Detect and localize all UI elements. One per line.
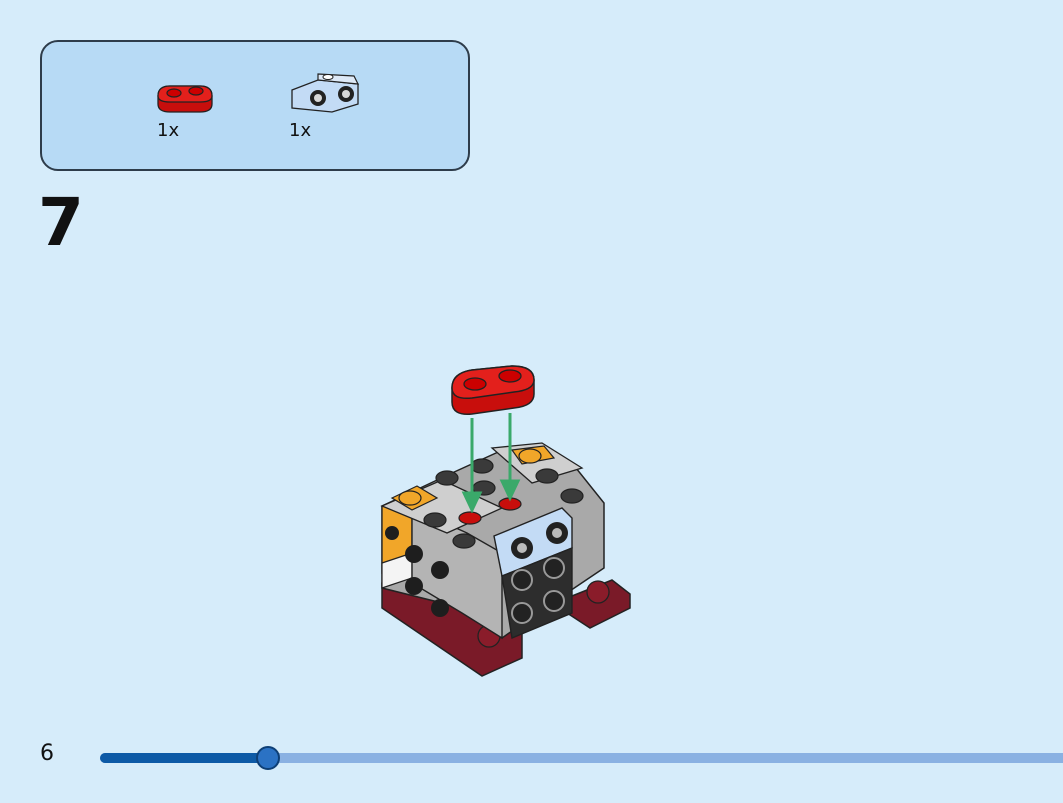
step-number: 7 [38,184,84,261]
bracket-plate-icon [291,73,360,113]
progress-bar[interactable] [100,746,1063,770]
parts-item-red-plate: 1x [156,78,216,141]
parts-item-bracket: 1x [288,70,368,141]
part-quantity: 1x [157,120,180,141]
progress-fill [100,753,268,763]
progress-handle[interactable] [255,746,280,770]
red-plate-icon [157,85,213,113]
part-quantity: 1x [289,120,312,141]
page-number: 6 [40,741,54,766]
base-plate-right [566,579,631,629]
parts-callout: 1x 1x [40,40,470,171]
incoming-red-plate [451,365,535,415]
build-illustration [372,358,640,688]
insertion-arrows [461,413,521,514]
